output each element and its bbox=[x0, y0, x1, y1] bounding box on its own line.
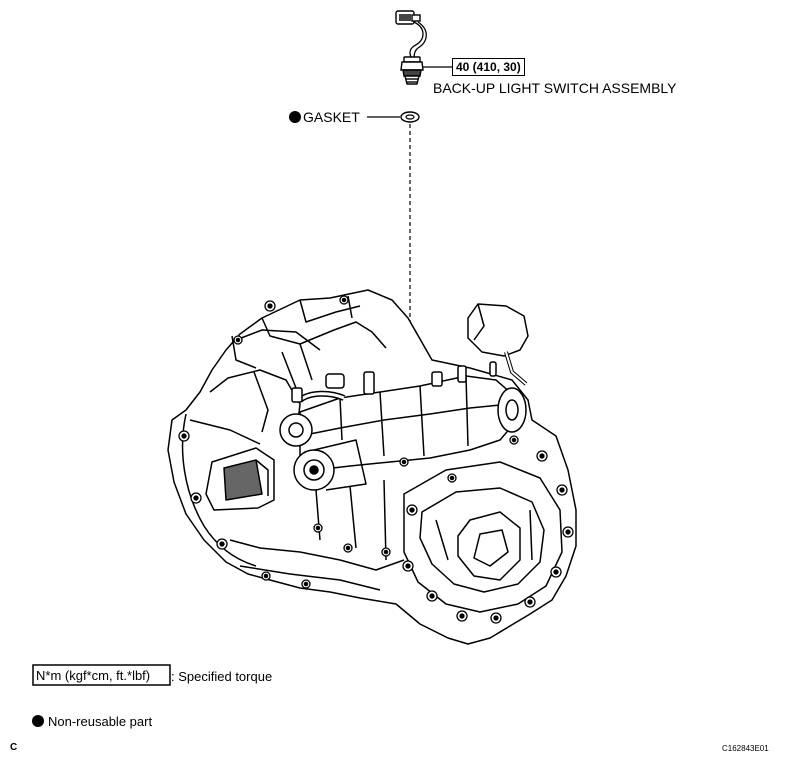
legend-bullet-icon bbox=[32, 715, 44, 727]
torque-callout: 40 (410, 30) bbox=[452, 58, 525, 76]
torque-value: 40 (410, 30) bbox=[456, 60, 521, 74]
footer-left-code: C bbox=[10, 742, 18, 753]
legend-non-reusable-text: Non-reusable part bbox=[48, 714, 153, 729]
backup-light-switch bbox=[395, 10, 427, 85]
gasket-label-row: GASKET bbox=[289, 109, 360, 125]
legend-torque-box bbox=[32, 664, 171, 686]
gasket-label: GASKET bbox=[303, 109, 360, 125]
housing-bolts bbox=[178, 295, 574, 624]
switch-assembly-label: BACK-UP LIGHT SWITCH ASSEMBLY bbox=[433, 80, 677, 96]
legend-torque-text: : Specified torque bbox=[171, 669, 273, 684]
gasket-part bbox=[400, 111, 420, 123]
footer-figure-code: C162843E01 bbox=[722, 744, 769, 753]
non-reusable-bullet-icon bbox=[289, 111, 301, 123]
manual-transaxle bbox=[167, 289, 577, 645]
legend-torque-units: N*m (kgf*cm, ft.*lbf) bbox=[36, 668, 151, 683]
